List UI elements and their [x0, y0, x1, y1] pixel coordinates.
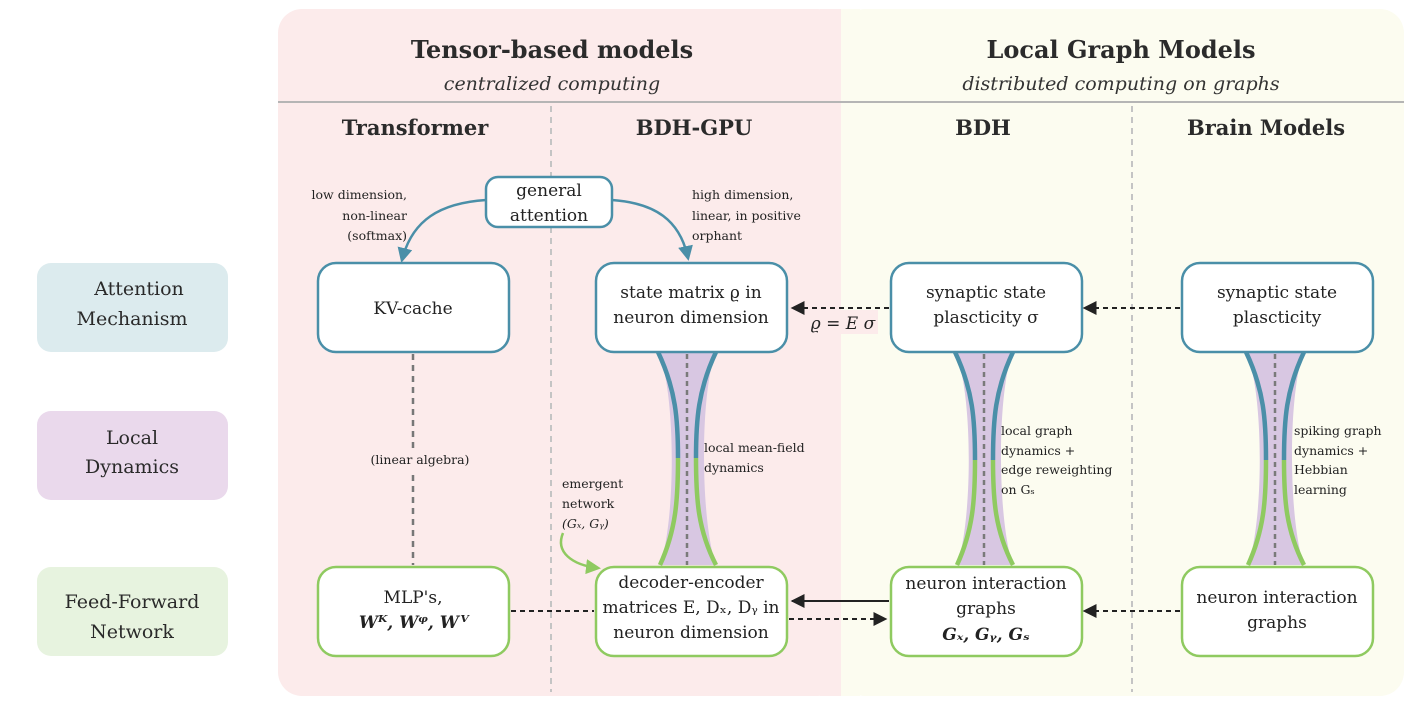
- column-title-bdh-gpu: BDH-GPU: [636, 115, 753, 140]
- decoder-encoder-line3: neuron dimension: [613, 623, 769, 643]
- kv-cache-label: KV-cache: [373, 299, 452, 319]
- emergent-line2: network: [562, 496, 615, 511]
- row-label-local-line1: Local: [106, 427, 158, 449]
- synaptic-brain-line2: plascticity: [1233, 308, 1322, 328]
- high-dim-line1: high dimension,: [692, 187, 793, 202]
- general-attention-line2: attention: [510, 206, 588, 226]
- local-graph-line4: on Gₛ: [1001, 482, 1035, 497]
- high-dimension-annotation: high dimension, linear, in positive orph…: [692, 187, 801, 243]
- graph-section-title: Local Graph Models: [986, 35, 1255, 64]
- neuron-bdh-graphs: Gₓ, Gᵧ, Gₛ: [942, 625, 1030, 645]
- neuron-brain-line2: graphs: [1247, 613, 1307, 633]
- mlp-line1: MLP's,: [384, 588, 443, 608]
- low-dim-line3: (softmax): [347, 228, 407, 243]
- local-graph-line1: local graph: [1001, 423, 1072, 438]
- spiking-line1: spiking graph: [1294, 423, 1382, 438]
- row-label-attention-line2: Mechanism: [77, 308, 188, 330]
- arrow-to-kv-cache: [397, 198, 487, 263]
- spiking-line2: dynamics +: [1294, 443, 1368, 458]
- decoder-encoder-line1: decoder-encoder: [618, 573, 764, 593]
- row-label-local-line2: Dynamics: [85, 456, 179, 478]
- high-dim-line2: linear, in positive: [692, 208, 801, 223]
- local-graph-annotation: local graph dynamics + edge reweighting …: [1001, 423, 1112, 497]
- synaptic-bdh-line2: plascticity σ: [933, 308, 1039, 328]
- general-attention-box: general attention: [484, 175, 614, 229]
- arrow-to-state-matrix: [611, 198, 693, 261]
- state-matrix-line1: state matrix ϱ in: [620, 283, 761, 303]
- row-label-feed-forward: Feed-Forward Network: [37, 567, 228, 656]
- row-label-ffn-line1: Feed-Forward: [65, 591, 200, 613]
- tensor-section-subtitle: centralized computing: [444, 73, 660, 95]
- row-label-local-dynamics: Local Dynamics: [37, 411, 228, 500]
- local-graph-line2: dynamics +: [1001, 443, 1075, 458]
- graph-section-subtitle: distributed computing on graphs: [962, 73, 1280, 95]
- kv-cache-box: KV-cache: [316, 261, 511, 354]
- synaptic-bdh-line1: synaptic state: [926, 283, 1046, 303]
- emergent-network-arrow: [559, 532, 601, 575]
- mean-field-annotation: local mean-field dynamics: [704, 440, 805, 475]
- synaptic-brain-line1: synaptic state: [1217, 283, 1337, 303]
- decoder-encoder-line2: matrices E, Dₓ, Dᵧ in: [602, 598, 779, 618]
- rho-equation: ϱ = E σ: [811, 314, 876, 334]
- neuron-bdh-line1: neuron interaction: [905, 574, 1066, 594]
- mean-field-line2: dynamics: [704, 460, 764, 475]
- low-dim-line1: low dimension,: [312, 187, 407, 202]
- row-label-attention: Attention Mechanism: [37, 263, 228, 352]
- spiking-line4: learning: [1294, 482, 1347, 497]
- column-title-brain-models: Brain Models: [1187, 115, 1345, 140]
- column-title-bdh: BDH: [955, 115, 1011, 140]
- mlp-weights: Wᴷ, Wᵠ, Wⱽ: [359, 613, 470, 633]
- tensor-section-title: Tensor-based models: [411, 35, 693, 64]
- emergent-network-annotation: emergent network (Gₓ, Gᵧ): [562, 476, 623, 531]
- neuron-interaction-bdh-box: neuron interaction graphs Gₓ, Gᵧ, Gₛ: [889, 565, 1084, 658]
- low-dim-line2: non-linear: [342, 208, 407, 223]
- state-matrix-line2: neuron dimension: [613, 308, 769, 328]
- mlp-box: MLP's, Wᴷ, Wᵠ, Wⱽ: [316, 565, 511, 658]
- brain-dynamics-neck: [1243, 351, 1307, 567]
- synaptic-state-bdh-box: synaptic state plascticity σ: [889, 261, 1084, 354]
- neuron-bdh-line2: graphs: [956, 599, 1016, 619]
- row-label-attention-line1: Attention: [93, 278, 184, 300]
- spiking-line3: Hebbian: [1294, 462, 1348, 477]
- row-label-ffn-line2: Network: [90, 621, 174, 643]
- state-matrix-box: state matrix ϱ in neuron dimension: [594, 261, 789, 354]
- low-dimension-annotation: low dimension, non-linear (softmax): [312, 187, 407, 243]
- bdh-dynamics-neck: [952, 351, 1016, 567]
- neuron-brain-line1: neuron interaction: [1196, 588, 1357, 608]
- high-dim-line3: orphant: [692, 228, 742, 243]
- synaptic-state-brain-box: synaptic state plascticity: [1180, 261, 1375, 354]
- neuron-interaction-brain-box: neuron interaction graphs: [1180, 565, 1375, 658]
- bdh-gpu-dynamics-neck: [655, 351, 719, 567]
- spiking-annotation: spiking graph dynamics + Hebbian learnin…: [1294, 423, 1382, 497]
- local-graph-line3: edge reweighting: [1001, 462, 1112, 477]
- emergent-line1: emergent: [562, 476, 623, 491]
- linear-algebra-label: (linear algebra): [371, 452, 470, 467]
- column-title-transformer: Transformer: [342, 115, 490, 140]
- decoder-encoder-box: decoder-encoder matrices E, Dₓ, Dᵧ in ne…: [594, 565, 789, 658]
- general-attention-line1: general: [516, 181, 582, 201]
- mean-field-line1: local mean-field: [704, 440, 805, 455]
- emergent-symbols: (Gₓ, Gᵧ): [562, 516, 609, 531]
